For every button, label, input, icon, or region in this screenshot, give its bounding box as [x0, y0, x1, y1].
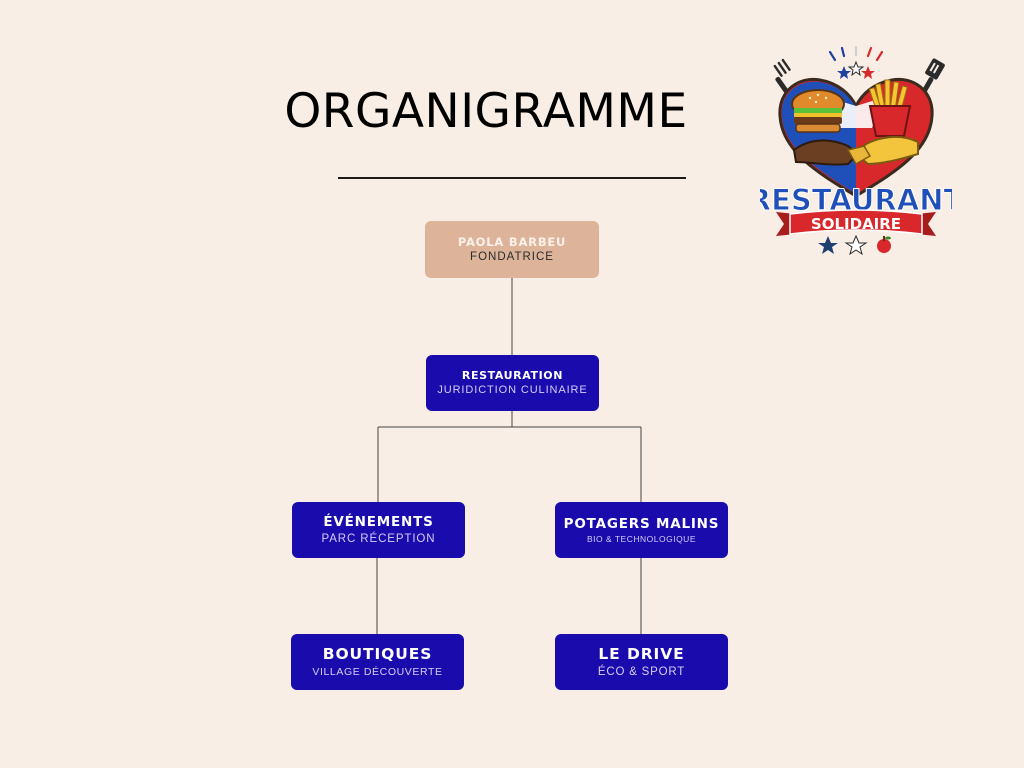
org-node-evenements: ÉVÉNEMENTS PARC RÉCEPTION [292, 502, 465, 558]
node-role: FONDATRICE [470, 251, 554, 263]
node-role: BIO & TECHNOLOGIQUE [586, 533, 696, 544]
node-role: VILLAGE DÉCOUVERTE [312, 665, 443, 678]
org-node-founder: PAOLA BARBEU FONDATRICE [425, 221, 599, 278]
node-name: RESTAURATION [461, 368, 564, 382]
node-role: JURIDICTION CULINAIRE [437, 383, 588, 396]
node-name: LE DRIVE [598, 644, 685, 663]
org-node-boutiques: BOUTIQUES VILLAGE DÉCOUVERTE [291, 634, 464, 690]
org-node-potagers: POTAGERS MALINS BIO & TECHNOLOGIQUE [555, 502, 728, 558]
logo-line2: SOLIDAIRE [811, 215, 901, 233]
node-name: PAOLA BARBEU [457, 234, 567, 249]
node-name: BOUTIQUES [322, 645, 433, 664]
node-role: ÉCO & SPORT [597, 666, 686, 678]
title-divider [338, 177, 686, 179]
org-node-restauration: RESTAURATION JURIDICTION CULINAIRE [426, 355, 599, 411]
org-node-drive: LE DRIVE ÉCO & SPORT [555, 634, 728, 690]
node-role: PARC RÉCEPTION [321, 532, 436, 545]
node-name: POTAGERS MALINS [563, 515, 720, 532]
restaurant-solidaire-logo: RESTAURANT SOLIDAIRE [760, 46, 952, 256]
page-title: ORGANIGRAMME [284, 84, 688, 139]
node-name: ÉVÉNEMENTS [323, 513, 434, 530]
